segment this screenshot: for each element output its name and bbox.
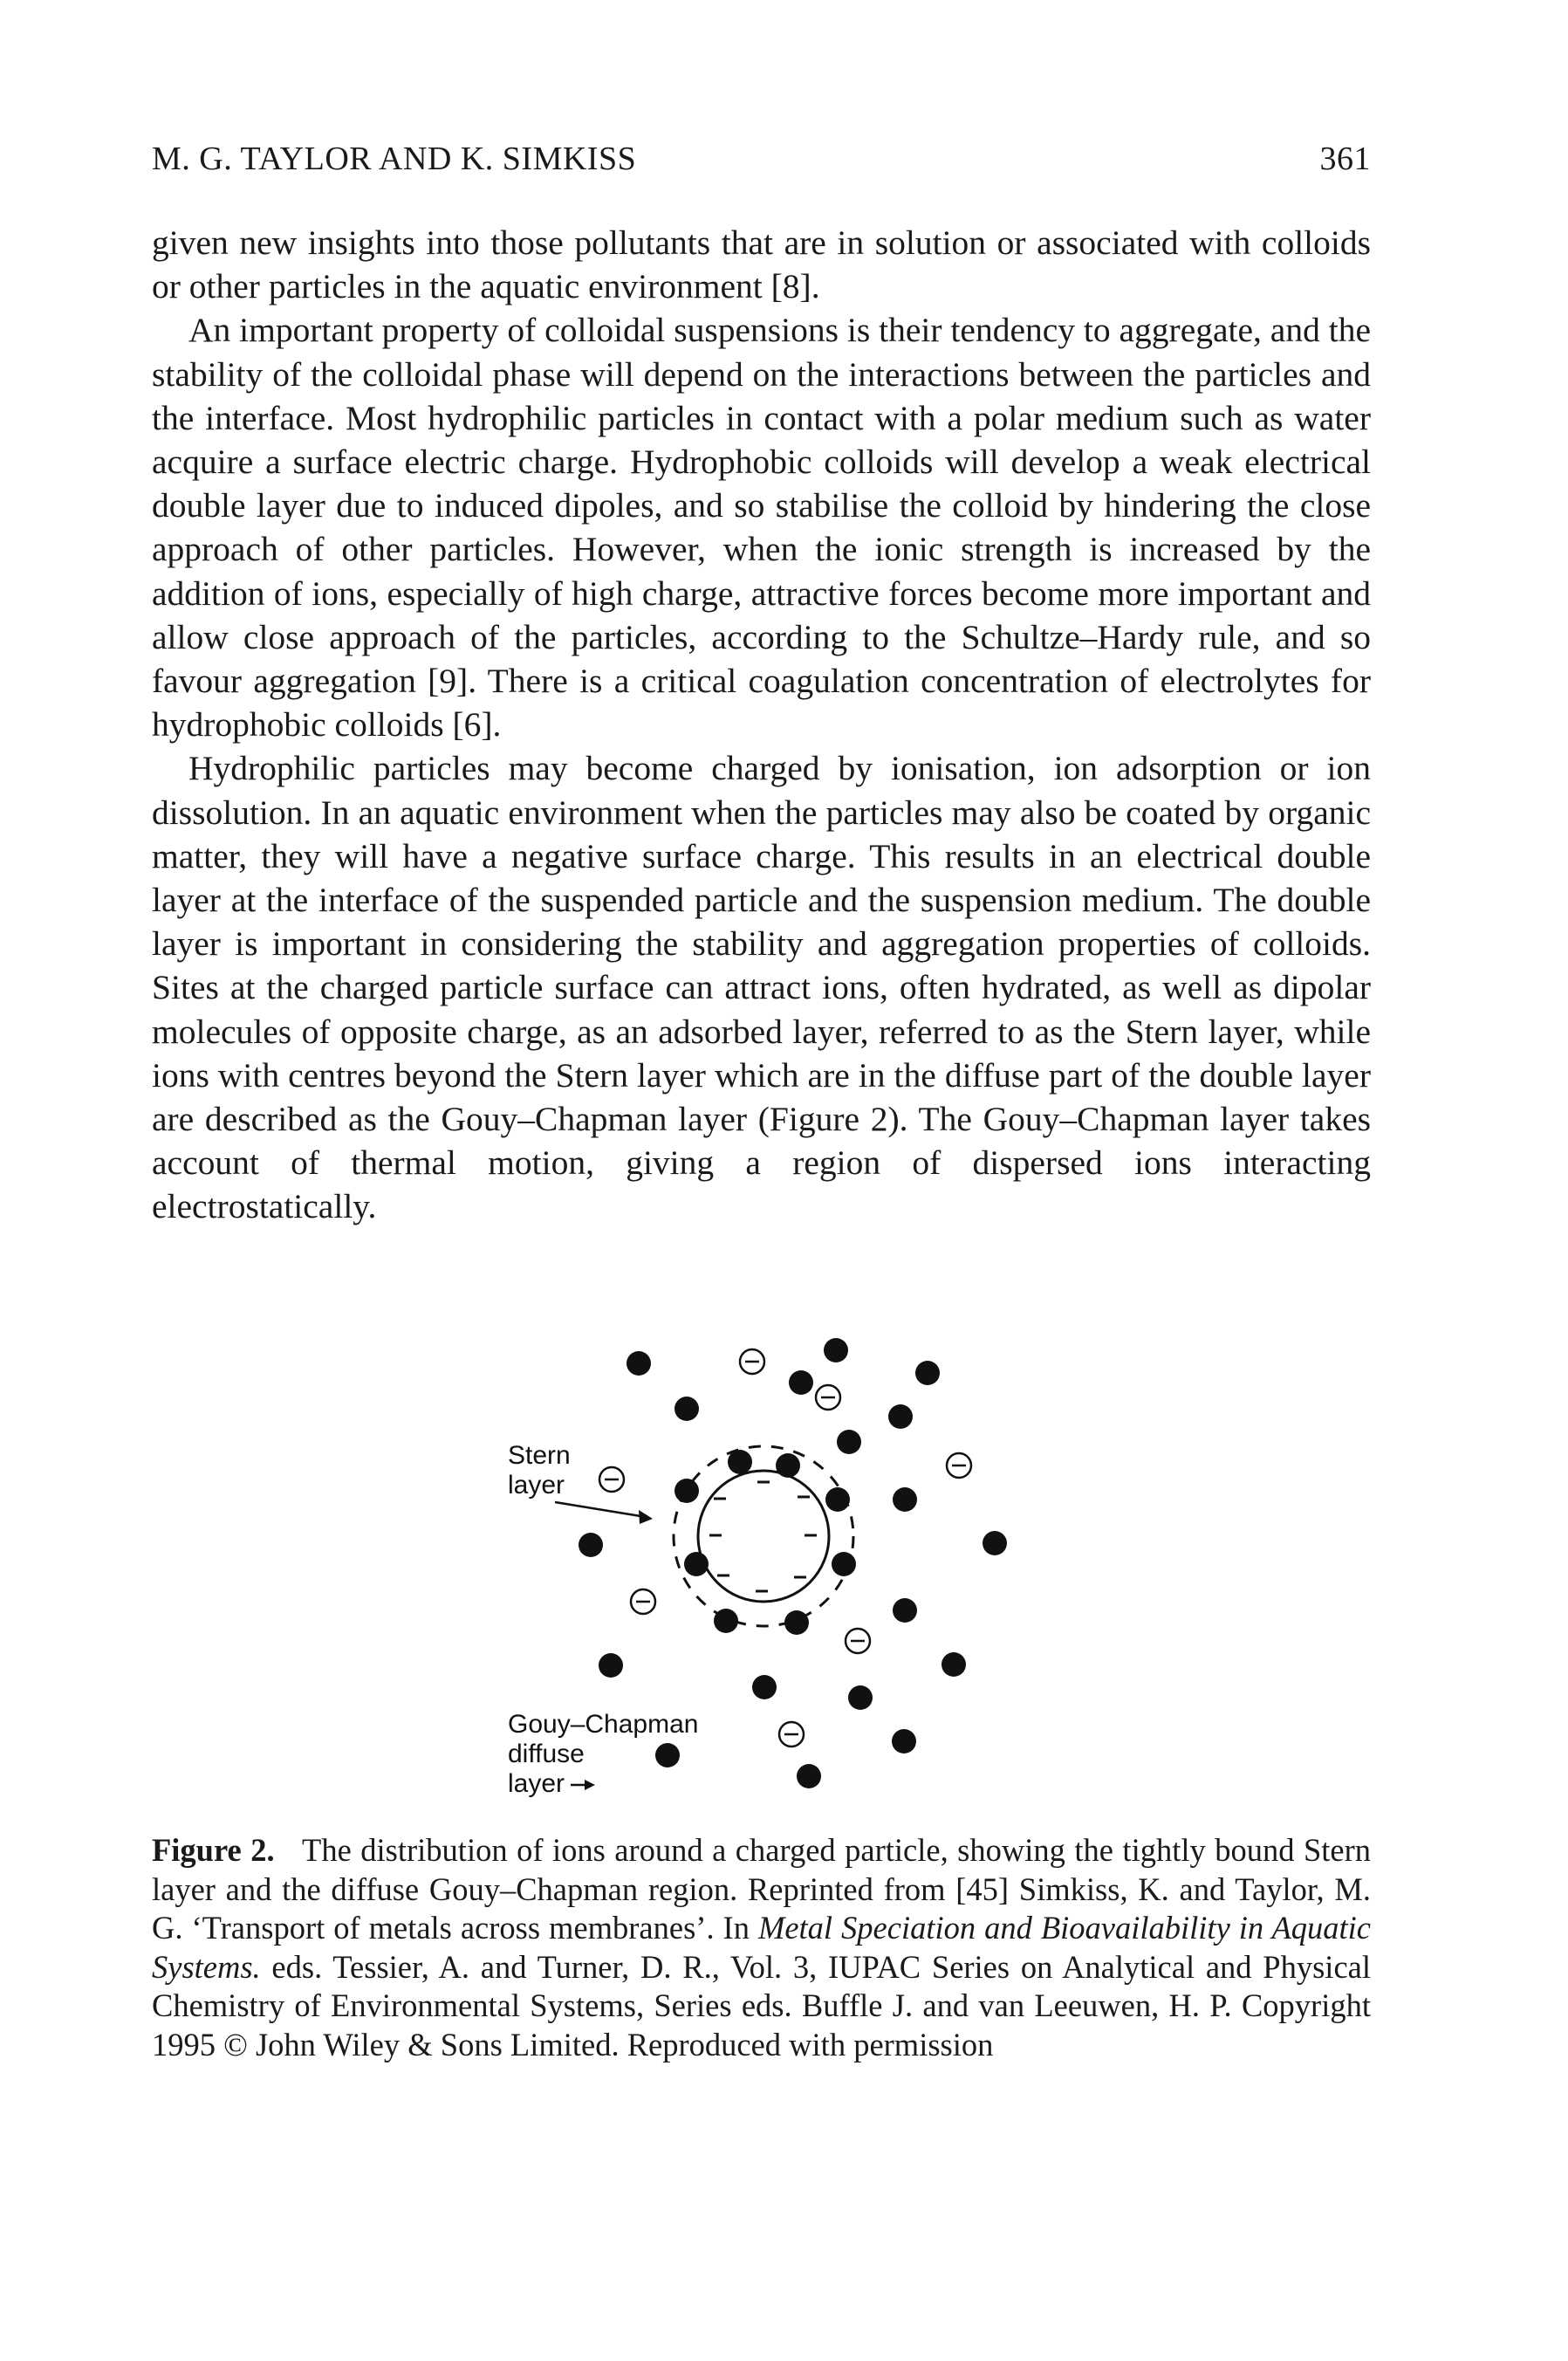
stern-layer-boundary	[672, 1445, 855, 1628]
cation	[941, 1652, 966, 1677]
anions	[598, 1348, 973, 1748]
cation	[674, 1479, 699, 1503]
arrow-icon	[585, 1780, 595, 1790]
cation	[728, 1450, 752, 1474]
double-layer-diagram: Stern layer Gouy–Chapman diffuse layer	[508, 1338, 1007, 1798]
cation	[752, 1675, 777, 1699]
paragraph-1: given new insights into those pollutants…	[152, 223, 1371, 306]
anion	[777, 1720, 805, 1748]
cation	[599, 1653, 623, 1678]
caption-figure-number: Figure 2.	[152, 1832, 275, 1868]
arrow-icon	[639, 1510, 653, 1524]
running-head-authors: M. G. TAYLOR AND K. SIMKISS	[152, 141, 637, 177]
anion	[738, 1348, 766, 1376]
cation	[824, 1338, 848, 1362]
cation	[983, 1531, 1007, 1555]
caption-text-2: eds. Tessier, A. and Turner, D. R., Vol.…	[152, 1948, 1371, 2062]
cation	[684, 1552, 709, 1576]
cation	[627, 1351, 651, 1376]
stern-pointer-line	[554, 1500, 647, 1519]
surface-charges	[709, 1480, 817, 1593]
caption-paragraph: Figure 2. The distribution of ions aroun…	[152, 1831, 1371, 2064]
anion	[844, 1627, 872, 1655]
cation	[776, 1453, 800, 1478]
label-gouy-layer: layer	[508, 1769, 565, 1798]
charged-particle	[696, 1469, 831, 1603]
anion-signs	[605, 1360, 966, 1736]
figure-caption: Figure 2. The distribution of ions aroun…	[152, 1831, 1371, 2064]
label-gouy: Gouy–Chapman	[508, 1710, 698, 1739]
caption-book-title: Metal Speciation and Bioavailability in …	[152, 1910, 1371, 1985]
anion	[945, 1452, 973, 1479]
caption-text-1: The distribution of ions around a charge…	[152, 1832, 1372, 1946]
anion	[629, 1588, 657, 1616]
paragraph-2: An important property of colloidal suspe…	[152, 311, 1371, 745]
body-text: given new insights into those pollutants…	[152, 221, 1371, 1229]
cation	[837, 1430, 861, 1454]
label-gouy-diffuse: diffuse	[508, 1740, 585, 1768]
cation	[714, 1609, 738, 1633]
cation	[674, 1397, 699, 1421]
cation	[892, 1729, 916, 1754]
diffuse-layer-ions	[579, 1338, 1007, 1788]
cation	[825, 1487, 850, 1512]
label-stern-layer: layer	[508, 1471, 565, 1500]
figure-2-diagram: Stern layer Gouy–Chapman diffuse layer	[497, 1314, 1056, 1811]
anion	[598, 1465, 626, 1493]
cation	[789, 1370, 813, 1395]
cation	[579, 1533, 603, 1557]
paragraph-3: Hydrophilic particles may become charged…	[152, 749, 1371, 1226]
cation	[797, 1764, 821, 1788]
page-number: 361	[1319, 141, 1371, 177]
cation	[655, 1743, 680, 1767]
cation	[832, 1552, 856, 1576]
cation	[888, 1404, 913, 1429]
anion	[814, 1383, 842, 1411]
cation	[893, 1598, 917, 1623]
cation	[848, 1685, 873, 1710]
label-stern: Stern	[508, 1441, 571, 1470]
cation	[915, 1361, 940, 1385]
stern-layer-ions	[674, 1450, 856, 1635]
cation	[893, 1487, 917, 1512]
cation	[784, 1610, 809, 1635]
